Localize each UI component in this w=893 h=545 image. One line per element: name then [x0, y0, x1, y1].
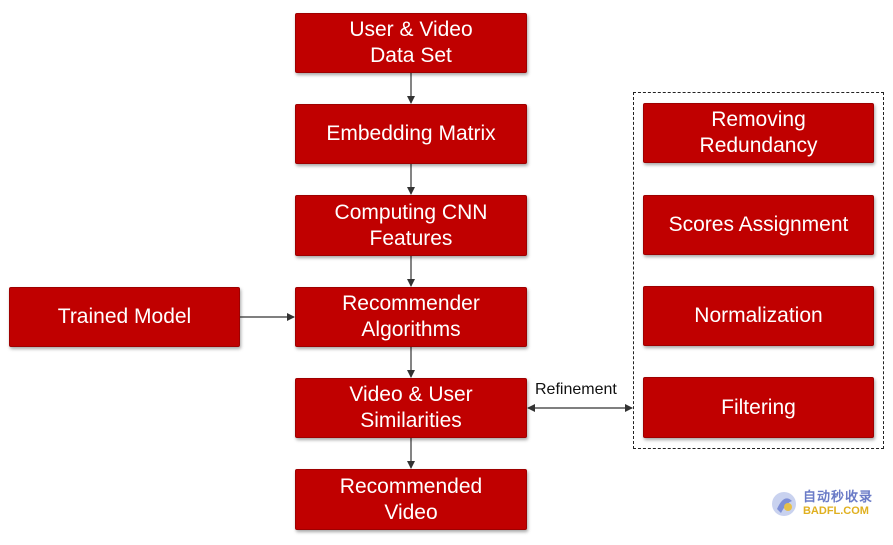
watermark-logo-icon — [771, 492, 796, 516]
removing-redundancy-box: Removing Redundancy — [643, 103, 874, 163]
video-user-similarities-box: Video & User Similarities — [295, 378, 527, 438]
recommender-algorithms-box: Recommender Algorithms — [295, 287, 527, 347]
embedding-matrix-box: Embedding Matrix — [295, 104, 527, 164]
trained-model-box: Trained Model — [9, 287, 240, 347]
normalization-box: Normalization — [643, 286, 874, 346]
watermark-line1: 自动秒收录 — [802, 489, 873, 504]
recommended-video-box: Recommended Video — [295, 469, 527, 530]
computing-cnn-features-box: Computing CNN Features — [295, 195, 527, 256]
refinement-edge-label: Refinement — [535, 381, 617, 398]
refinement-panel — [633, 92, 884, 449]
scores-assignment-box: Scores Assignment — [643, 195, 874, 255]
watermark-line2: BADFL.COM — [802, 505, 869, 517]
filtering-box: Filtering — [643, 377, 874, 438]
user-video-data-set-box: User & Video Data Set — [295, 13, 527, 73]
site-watermark: 自动秒收录 BADFL.COM — [769, 489, 873, 519]
